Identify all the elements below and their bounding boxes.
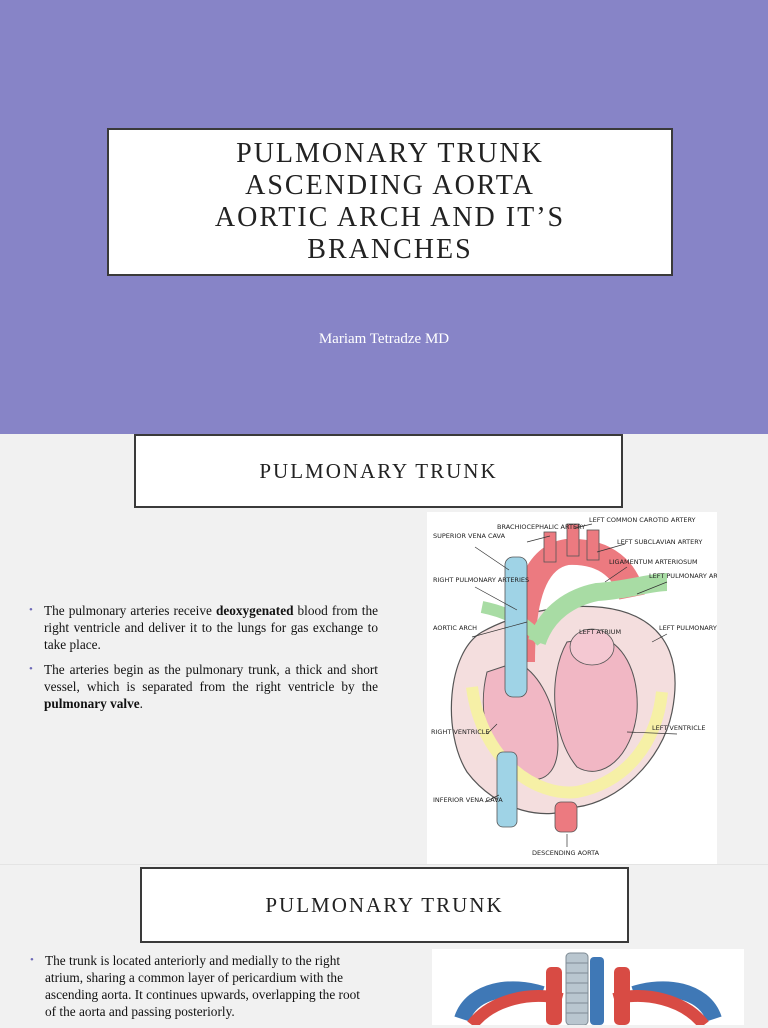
bullet-item: • The trunk is located anteriorly and me… <box>30 952 366 1020</box>
heart-diagram: SUPERIOR VENA CAVA BRACHIOCEPHALIC ARTER… <box>427 512 717 865</box>
label-arch: AORTIC ARCH <box>433 624 477 632</box>
bullet-text: The pulmonary arteries receive <box>44 603 216 618</box>
title-slide: PULMONARY TRUNK ASCENDING AORTA AORTIC A… <box>0 0 768 434</box>
slide-heading: PULMONARY TRUNK <box>140 867 629 943</box>
label-ivc: INFERIOR VENA CAVA <box>433 796 503 804</box>
bullet-text: blood from the right ventricle and deliv… <box>44 603 378 652</box>
bullet-icon: • <box>30 954 34 966</box>
label-latrium: LEFT ATRIUM <box>579 628 621 636</box>
presentation-title: PULMONARY TRUNK ASCENDING AORTA AORTIC A… <box>215 138 565 266</box>
label-lpv: LEFT PULMONARY VEINS <box>659 624 717 632</box>
author-name: Mariam Tetradze MD <box>318 331 450 347</box>
slide-heading: PULMONARY TRUNK <box>134 434 623 508</box>
label-rpa: RIGHT PULMONARY ARTERIES <box>433 576 529 584</box>
content-slide-1: PULMONARY TRUNK • The pulmonary arteries… <box>0 434 768 865</box>
title-line: BRANCHES <box>307 234 473 265</box>
bullet-icon: • <box>29 604 33 616</box>
bullet-text: The trunk is located anteriorly and medi… <box>45 953 360 1019</box>
label-lsa: LEFT SUBCLAVIAN ARTERY <box>617 538 702 546</box>
bullet-text: The arteries begin as the pulmonary trun… <box>44 662 378 694</box>
label-svc: SUPERIOR VENA CAVA <box>433 532 506 540</box>
bullet-bold-text: pulmonary valve <box>44 696 140 711</box>
bullet-text: . <box>139 696 143 711</box>
vessels-illustration <box>432 949 744 1025</box>
bullet-list: • The trunk is located anteriorly and me… <box>30 952 366 1028</box>
label-lpa: LEFT PULMONARY ARTERIES <box>649 572 717 580</box>
title-line: ASCENDING AORTA <box>245 170 535 201</box>
heart-drawing: SUPERIOR VENA CAVA BRACHIOCEPHALIC ARTER… <box>431 516 717 857</box>
title-box: PULMONARY TRUNK ASCENDING AORTA AORTIC A… <box>107 128 673 276</box>
label-brachio: BRACHIOCEPHALIC ARTERY <box>497 523 585 531</box>
bullet-bold-text: deoxygenated <box>215 603 294 618</box>
label-rv: RIGHT VENTRICLE <box>431 728 489 736</box>
label-lig: LIGAMENTUM ARTERIOSUM <box>609 558 698 566</box>
bullet-item: • The pulmonary arteries receive deoxyge… <box>29 602 378 653</box>
label-lcca: LEFT COMMON CAROTID ARTERY <box>589 516 696 524</box>
label-desc: DESCENDING AORTA <box>532 849 600 857</box>
content-slide-2: PULMONARY TRUNK • The trunk is located a… <box>0 864 768 1025</box>
title-line: PULMONARY TRUNK <box>236 138 544 169</box>
title-line: AORTIC ARCH AND IT’S <box>214 202 566 233</box>
bullet-item: • The arteries begin as the pulmonary tr… <box>29 661 378 712</box>
bullet-icon: • <box>29 663 33 675</box>
label-lv: LEFT VENTRICLE <box>652 724 705 732</box>
bullet-list: • The pulmonary arteries receive deoxyge… <box>29 602 378 720</box>
vessels-drawing <box>454 952 722 1025</box>
